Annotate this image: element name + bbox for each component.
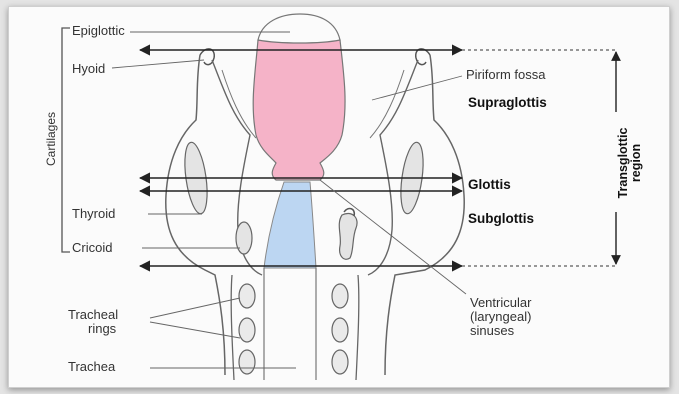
label-subglottis: Subglottis	[468, 212, 534, 226]
label-hyoid: Hyoid	[72, 62, 105, 76]
hyoid-left-horn	[200, 49, 214, 65]
tracheal-ring	[332, 284, 348, 308]
label-rings: rings	[88, 322, 116, 336]
cricoid-cartilage-left	[236, 222, 252, 254]
tracheal-ring	[332, 318, 348, 342]
label-trachea: Trachea	[68, 360, 115, 374]
left-aryepiglottic-fold	[222, 70, 256, 138]
hyoid-right-horn	[416, 49, 430, 65]
leader-tracheal-rings-2	[150, 322, 240, 338]
label-piriform-fossa: Piriform fossa	[466, 68, 545, 82]
supraglottis-region	[253, 40, 345, 180]
leader-hyoid	[112, 60, 204, 68]
label-cricoid: Cricoid	[72, 241, 112, 255]
label-thyroid: Thyroid	[72, 207, 115, 221]
leader-piriform	[372, 76, 462, 100]
trachea-left-outer	[231, 275, 234, 380]
tracheal-ring	[239, 318, 255, 342]
leader-tracheal-rings-1	[150, 298, 240, 318]
tracheal-ring	[239, 284, 255, 308]
tracheal-ring	[239, 350, 255, 374]
label-ventricular: Ventricular	[470, 296, 531, 310]
epiglottis	[258, 14, 340, 43]
label-transglottic-region: Transglottic region	[617, 113, 643, 213]
cricoid-cartilage-right	[339, 213, 357, 259]
cartilages-bracket	[62, 28, 70, 252]
label-tracheal: Tracheal	[68, 308, 118, 322]
label-laryngeal: (laryngeal)	[470, 310, 531, 324]
label-region: region	[630, 113, 643, 213]
tracheal-ring	[332, 350, 348, 374]
trachea-right-outer	[356, 275, 359, 380]
label-sinuses: sinuses	[470, 324, 514, 338]
subglottis-region	[264, 182, 316, 268]
label-supraglottis: Supraglottis	[468, 96, 547, 110]
label-epiglottic: Epiglottic	[72, 24, 125, 38]
label-cartilages: Cartilages	[44, 104, 58, 174]
label-glottis: Glottis	[468, 178, 511, 192]
right-aryepiglottic-fold	[370, 70, 404, 138]
